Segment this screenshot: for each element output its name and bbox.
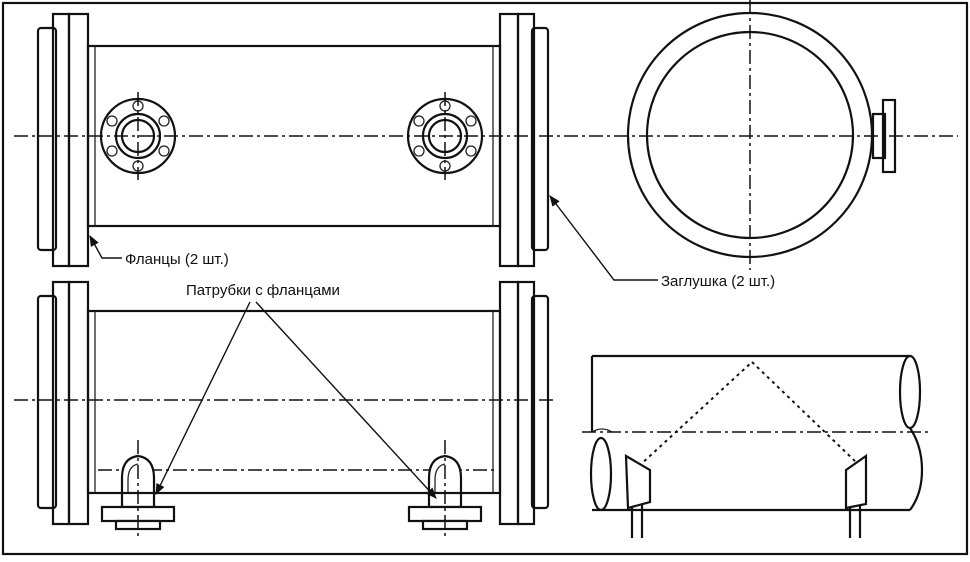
leaders	[89, 195, 658, 499]
right-flange-outer-bottom	[530, 294, 550, 510]
isometric-view	[582, 354, 930, 538]
nozzles-leader-left	[155, 301, 251, 496]
flanges-leader	[89, 235, 122, 259]
nozzle-flange-left	[99, 92, 177, 180]
end-view	[626, 0, 897, 270]
right-flange-outer	[530, 26, 550, 252]
bottom-side-view	[14, 280, 556, 540]
left-flange-2-bottom	[67, 280, 90, 526]
end-view-stub	[871, 112, 887, 160]
right-flange-2-bottom	[516, 280, 536, 526]
iso-nozzle-right	[844, 453, 868, 538]
iso-lower-left-end	[589, 436, 613, 512]
left-flange-outer-bottom	[36, 294, 58, 510]
left-flange-2	[67, 12, 90, 268]
nozzle-flange-right	[406, 92, 484, 180]
iso-dotted-right	[751, 361, 859, 465]
iso-nozzle-left	[624, 454, 652, 538]
nozzle-right	[407, 440, 483, 540]
end-view-stub-flange	[881, 98, 897, 174]
nozzles-label: Патрубки с фланцами	[186, 282, 340, 299]
plug-leader	[549, 195, 658, 281]
flanges-label: Фланцы (2 шт.)	[125, 251, 229, 268]
left-flange-outer	[36, 26, 58, 252]
right-flange-2	[516, 12, 536, 268]
nozzles-leader-right	[255, 301, 437, 499]
iso-dotted-left	[638, 361, 753, 467]
iso-upper-end	[898, 354, 922, 430]
top-side-view	[14, 12, 958, 268]
nozzle-left	[100, 440, 176, 540]
plug-label: Заглушка (2 шт.)	[661, 273, 775, 290]
right-flange-1-bottom	[498, 280, 520, 526]
right-flange-1	[498, 12, 520, 268]
